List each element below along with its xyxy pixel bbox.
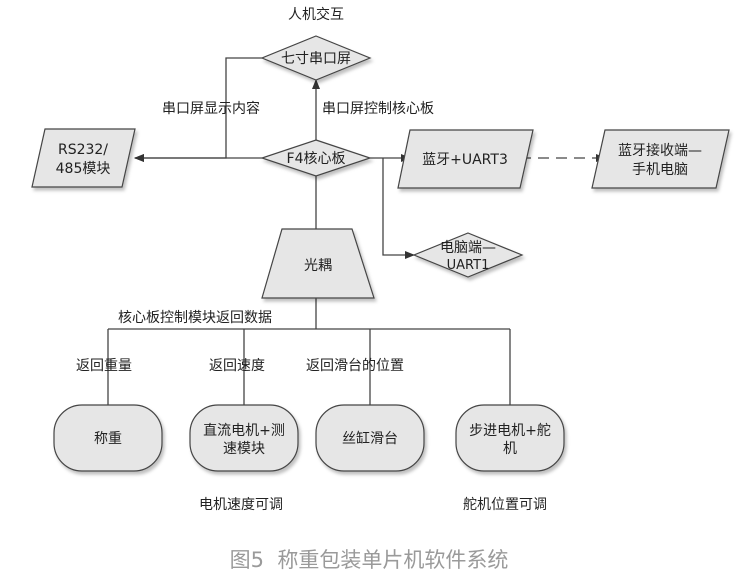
dc-motor-label-line1: 直流电机+测 <box>203 422 285 439</box>
pc-label-line2: UART1 <box>447 258 490 273</box>
optocoupler-label: 光耦 <box>304 258 332 274</box>
rs485-module-parallelogram <box>31 128 136 188</box>
dc-motor-box <box>189 404 299 472</box>
bluetooth-label: 蓝牙+UART3 <box>422 152 508 168</box>
stepper-label-line1: 步进电机+舵 <box>469 423 551 439</box>
bt-receiver-label-line1: 蓝牙接收端— <box>618 142 702 159</box>
seven-inch-screen-diamond <box>260 35 372 81</box>
connector-f4-to-pc <box>382 158 415 259</box>
stepper-label-line2: 机 <box>503 441 517 457</box>
rs485-label-line1: RS232/ <box>58 142 108 158</box>
bt-receiver-parallelogram <box>591 129 730 189</box>
return-slide-pos-label: 返回滑台的位置 <box>306 357 404 374</box>
seven-inch-screen-label: 七寸串口屏 <box>281 51 351 67</box>
servo-pos-adj-label: 舵机位置可调 <box>463 497 547 513</box>
bluetooth-parallelogram <box>397 129 534 189</box>
human-interaction-label: 人机交互 <box>288 6 344 23</box>
bt-receiver-label-line2: 手机电脑 <box>632 162 688 178</box>
screw-slide-label: 丝缸滑台 <box>342 430 398 447</box>
screen-display-label: 串口屏显示内容 <box>162 100 260 117</box>
dc-motor-label-line2: 速模块 <box>223 441 265 457</box>
pc-label-line1: 电脑端— <box>440 240 496 256</box>
weighing-box <box>53 404 163 472</box>
motor-speed-adj-label: 电机速度可调 <box>199 497 283 513</box>
figure-caption: 图5 称重包装单片机软件系统 <box>230 548 509 572</box>
f4-board-label: F4核心板 <box>287 151 346 167</box>
f4-board-diamond <box>260 139 372 177</box>
return-weight-label: 返回重量 <box>76 358 132 374</box>
screen-control-label: 串口屏控制核心板 <box>322 101 434 117</box>
weighing-label: 称重 <box>94 431 122 447</box>
screw-slide-box <box>315 404 425 472</box>
stepper-box <box>455 404 565 472</box>
pc-uart1-diamond <box>412 232 524 278</box>
optocoupler-trapezoid <box>261 228 375 299</box>
board-control-label: 核心板控制模块返回数据 <box>118 310 272 326</box>
return-speed-label: 返回速度 <box>209 358 265 374</box>
rs485-label-line2: 485模块 <box>56 161 111 177</box>
